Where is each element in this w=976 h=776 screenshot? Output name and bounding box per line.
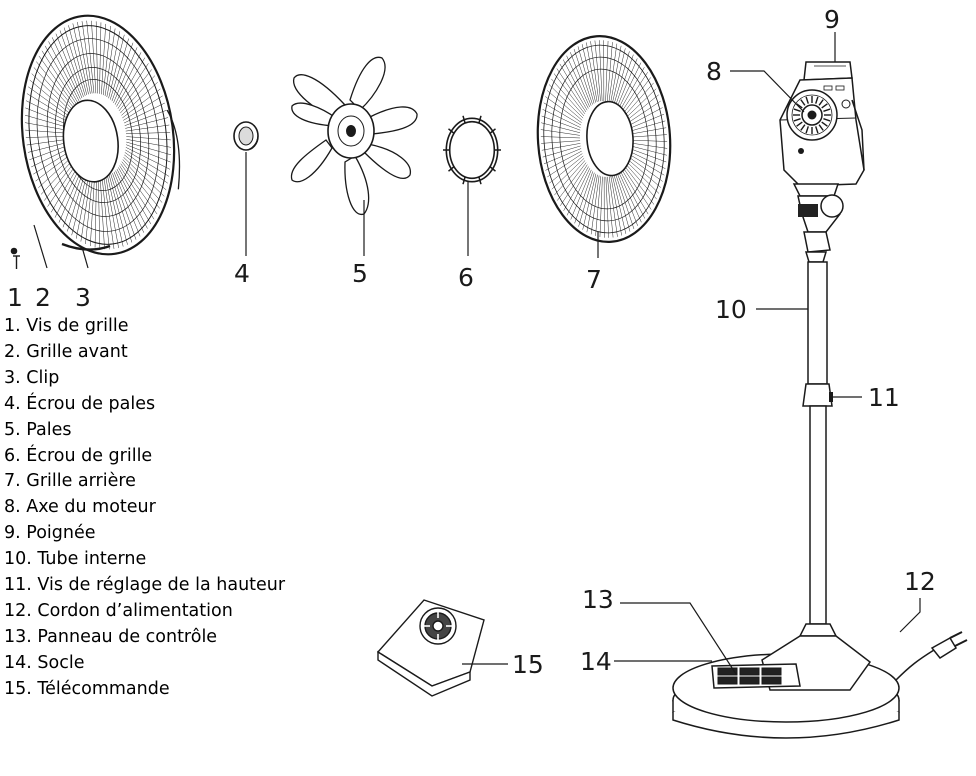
callout-7: 7 — [586, 265, 602, 294]
callout-14: 14 — [580, 647, 612, 676]
rear-grille — [536, 35, 672, 258]
legend-item: 2. Grille avant — [4, 341, 128, 362]
legend-item: 7. Grille arrière — [4, 471, 136, 492]
legend-item: 13. Panneau de contrôle — [4, 626, 218, 647]
parts-legend: 1. Vis de grille 2. Grille avant 3. Clip… — [4, 314, 285, 703]
callout-13: 13 — [582, 585, 614, 614]
callout-8: 8 — [706, 57, 722, 86]
fan-stand — [672, 61, 968, 739]
legend-item: 1. Vis de grille — [4, 316, 129, 336]
blade-nut — [233, 121, 259, 256]
callout-9: 9 — [824, 5, 840, 34]
fan-blades — [290, 56, 418, 256]
legend-item: 4. Écrou de pales — [4, 393, 156, 414]
callout-10: 10 — [715, 295, 747, 324]
callout-3: 3 — [75, 283, 91, 312]
callout-1: 1 — [7, 283, 23, 312]
legend-item: 9. Poignée — [4, 523, 96, 544]
legend-item: 12. Cordon d’alimentation — [4, 600, 233, 621]
legend-item: 15. Télécommande — [4, 678, 170, 699]
grille-screw — [10, 247, 20, 269]
legend-item: 11. Vis de réglage de la hauteur — [4, 575, 286, 596]
callout-15: 15 — [512, 650, 544, 679]
leader-3 — [81, 246, 89, 269]
callout-labels: 1 2 3 4 5 6 7 8 9 10 11 12 13 14 15 — [7, 5, 936, 679]
remote-control — [376, 599, 485, 697]
callout-5: 5 — [352, 259, 368, 288]
leader-lines — [462, 32, 921, 675]
callout-6: 6 — [458, 263, 474, 292]
legend-item: 5. Pales — [4, 419, 72, 440]
legend-item: 8. Axe du moteur — [4, 497, 156, 518]
front-grille — [20, 14, 181, 256]
callout-4: 4 — [234, 259, 250, 288]
legend-item: 10. Tube interne — [4, 549, 147, 570]
callout-12: 12 — [904, 567, 936, 596]
legend-item: 14. Socle — [4, 652, 85, 673]
callout-2: 2 — [35, 283, 51, 312]
grille-nut — [443, 115, 501, 256]
leader-2 — [33, 224, 48, 269]
callout-11: 11 — [868, 383, 900, 412]
legend-item: 6. Écrou de grille — [4, 445, 153, 466]
legend-item: 3. Clip — [4, 367, 60, 388]
